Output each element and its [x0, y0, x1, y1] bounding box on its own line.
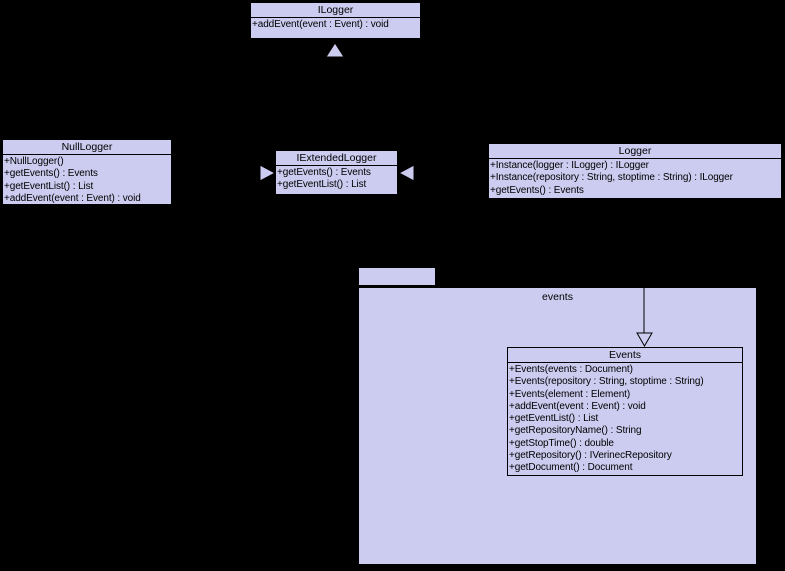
class-members-ilogger: +addEvent(event : Event) : void: [251, 18, 420, 31]
class-member: +getEventList() : List: [277, 179, 367, 191]
class-member: +Events(element : Element): [509, 388, 631, 400]
class-member: +getDocument() : Document: [509, 462, 633, 474]
class-members-logger: +Instance(logger : ILogger) : ILogger +I…: [489, 159, 781, 197]
class-member: +Instance(logger : ILogger) : ILogger: [490, 160, 649, 171]
class-member: +Events(events : Document): [509, 364, 633, 375]
class-member: +addEvent(event : Event) : void: [509, 400, 646, 412]
class-member: +getRepositoryName() : String: [509, 425, 642, 437]
generalization-arrowhead-left-icon: [397, 164, 415, 182]
class-member: +getEventList() : List: [509, 413, 599, 425]
class-name-logger: Logger: [489, 144, 781, 159]
class-name-nulllogger: NullLogger: [3, 140, 171, 155]
class-members-events: +Events(events : Document) +Events(repos…: [508, 363, 742, 475]
class-member: +getRepository() : IVerinecRepository: [509, 450, 672, 462]
class-member: +getEvents() : Events: [277, 167, 371, 178]
class-box-iextendedlogger: IExtendedLogger +getEvents() : Events +g…: [275, 150, 398, 195]
class-member: +addEvent(event : Event) : void: [4, 192, 141, 204]
class-name-iextendedlogger: IExtendedLogger: [276, 151, 397, 166]
class-name-ilogger: ILogger: [251, 3, 420, 18]
class-member: +getEvents() : Events: [490, 184, 584, 196]
class-member: +Instance(repository : String, stoptime …: [490, 172, 733, 184]
class-member: +getEvents() : Events: [4, 168, 98, 180]
class-member: +NullLogger(): [4, 156, 64, 167]
class-box-logger: Logger +Instance(logger : ILogger) : ILo…: [488, 143, 782, 199]
generalization-arrowhead-right-icon: [259, 164, 277, 182]
class-members-nulllogger: +NullLogger() +getEvents() : Events +get…: [3, 155, 171, 204]
class-box-events: Events +Events(events : Document) +Event…: [507, 347, 743, 476]
class-member: +Events(repository : String, stoptime : …: [509, 376, 704, 388]
class-member: +getEventList() : List: [4, 180, 94, 192]
generalization-arrowhead-up-icon: [325, 42, 345, 58]
class-member: +addEvent(event : Event) : void: [252, 19, 389, 30]
class-box-ilogger: ILogger +addEvent(event : Event) : void: [250, 2, 421, 39]
package-label: events: [542, 291, 573, 303]
class-box-nulllogger: NullLogger +NullLogger() +getEvents() : …: [2, 139, 172, 205]
class-members-iextendedlogger: +getEvents() : Events +getEventList() : …: [276, 166, 397, 192]
class-member: +getStopTime() : double: [509, 437, 614, 449]
class-name-events: Events: [508, 348, 742, 363]
package-tab-events: [358, 267, 436, 286]
